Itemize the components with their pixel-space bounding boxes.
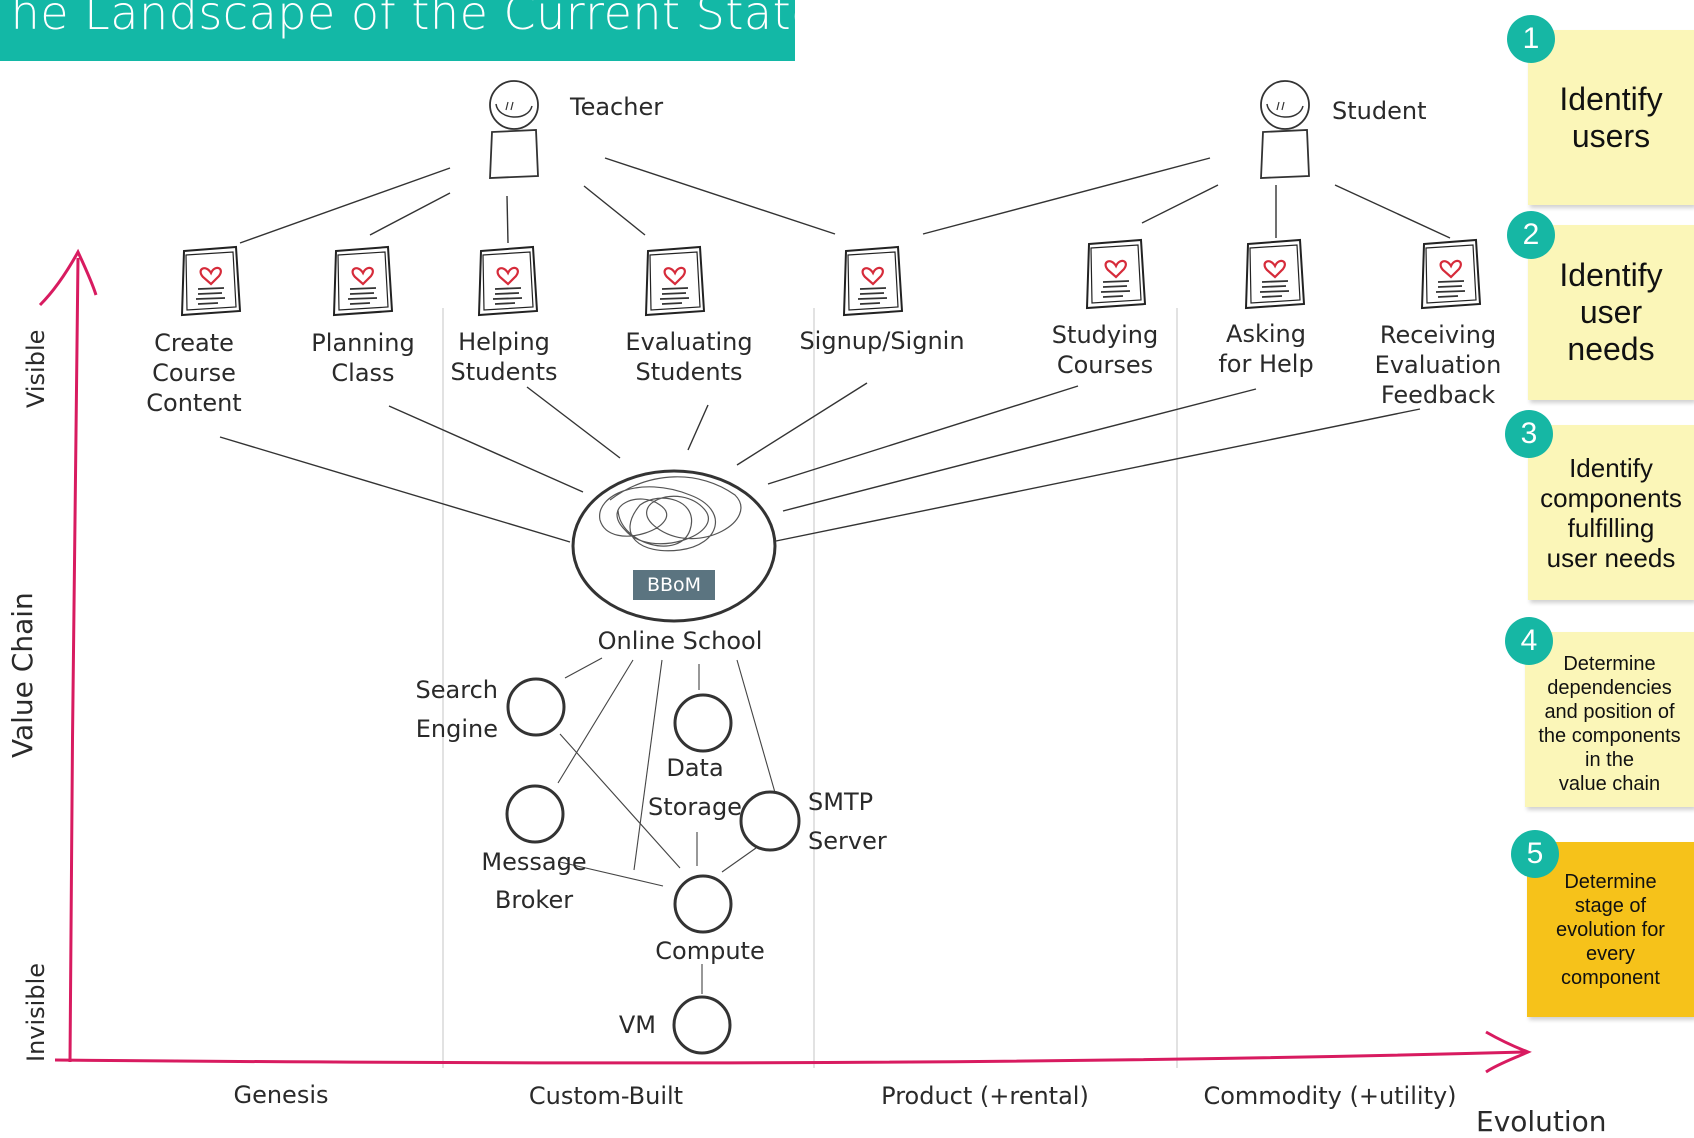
step-badge-1: 1 [1507, 15, 1555, 63]
step-text-1: Identify users [1559, 80, 1663, 154]
stage-label-commodity: Commodity (+utility) [1203, 1082, 1457, 1110]
step-text-2: Identify user needs [1559, 257, 1663, 367]
smtp-server-node [739, 790, 801, 852]
user-need-links [239, 157, 1451, 244]
step-badge-4: 4 [1505, 617, 1553, 665]
axis-label-invisible: Invisible [22, 963, 50, 1062]
step-text-5: Determine stage of evolution for every c… [1556, 870, 1665, 989]
user-label-teacher: Teacher [570, 93, 664, 121]
user-label-student: Student [1332, 97, 1427, 125]
evolution-dividers [442, 308, 1178, 1068]
need-label-studying-courses: Studying Courses [1051, 321, 1159, 379]
step-text-4: Determine dependencies and position of t… [1538, 652, 1681, 795]
stage-label-genesis: Genesis [233, 1081, 329, 1109]
message-broker-node [505, 784, 565, 844]
need-label-create-course: Create Course Content [146, 329, 242, 417]
need-label-evaluating-students: Evaluating Students [625, 328, 753, 386]
component-label-smtp-server: SMTP Server [808, 788, 887, 855]
search-engine-node [506, 677, 566, 737]
bbom-tag: BBoM [633, 570, 715, 600]
component-label-data-storage: Data Storage [648, 754, 742, 821]
stage-label-custom-built: Custom-Built [528, 1082, 684, 1110]
compute-node [673, 874, 733, 934]
value-chain-axis [38, 248, 98, 1063]
component-circles [505, 677, 801, 1055]
need-component-links [219, 382, 1421, 543]
axis-title-evolution: Evolution [1476, 1105, 1607, 1138]
component-label-online-school: Online School [597, 627, 763, 655]
step-note-5: Determine stage of evolution for every c… [1527, 842, 1694, 1017]
need-label-signup-signin: Signup/Signin [799, 327, 965, 355]
step-note-2: Identify user needs [1528, 225, 1694, 400]
step-note-1: Identify users [1528, 30, 1694, 205]
step-note-3: Identify components fulfilling user need… [1528, 425, 1694, 600]
page-title: The Landscape of the Current State [0, 0, 795, 40]
component-label-search-engine: Search Engine [415, 676, 498, 743]
step-text-3: Identify components fulfilling user need… [1540, 452, 1682, 573]
online-school-node [571, 469, 777, 623]
need-label-asking-help: Asking for Help [1218, 320, 1314, 378]
component-label-compute: Compute [655, 937, 765, 965]
need-label-planning-class: Planning Class [311, 329, 415, 387]
evolution-axis [54, 1030, 1532, 1074]
title-bar: The Landscape of the Current State [0, 0, 795, 61]
step-badge-2: 2 [1507, 211, 1555, 259]
stage-label-product: Product (+rental) [881, 1082, 1089, 1110]
step-badge-3: 3 [1505, 410, 1553, 458]
vm-node [672, 995, 732, 1055]
axis-label-visible: Visible [22, 329, 50, 408]
need-label-receiving-feedback: Receiving Evaluation Feedback [1374, 321, 1502, 409]
component-label-message-broker: Message Broker [481, 848, 587, 914]
component-label-vm: VM [618, 1011, 656, 1039]
data-storage-node [673, 693, 733, 753]
need-icons [180, 238, 1482, 317]
step-note-4: Determine dependencies and position of t… [1525, 632, 1694, 807]
dependency-links [557, 657, 777, 994]
step-badge-5: 5 [1511, 830, 1559, 878]
need-label-helping-students: Helping Students [450, 328, 558, 386]
axis-title-value-chain: Value Chain [6, 592, 39, 758]
